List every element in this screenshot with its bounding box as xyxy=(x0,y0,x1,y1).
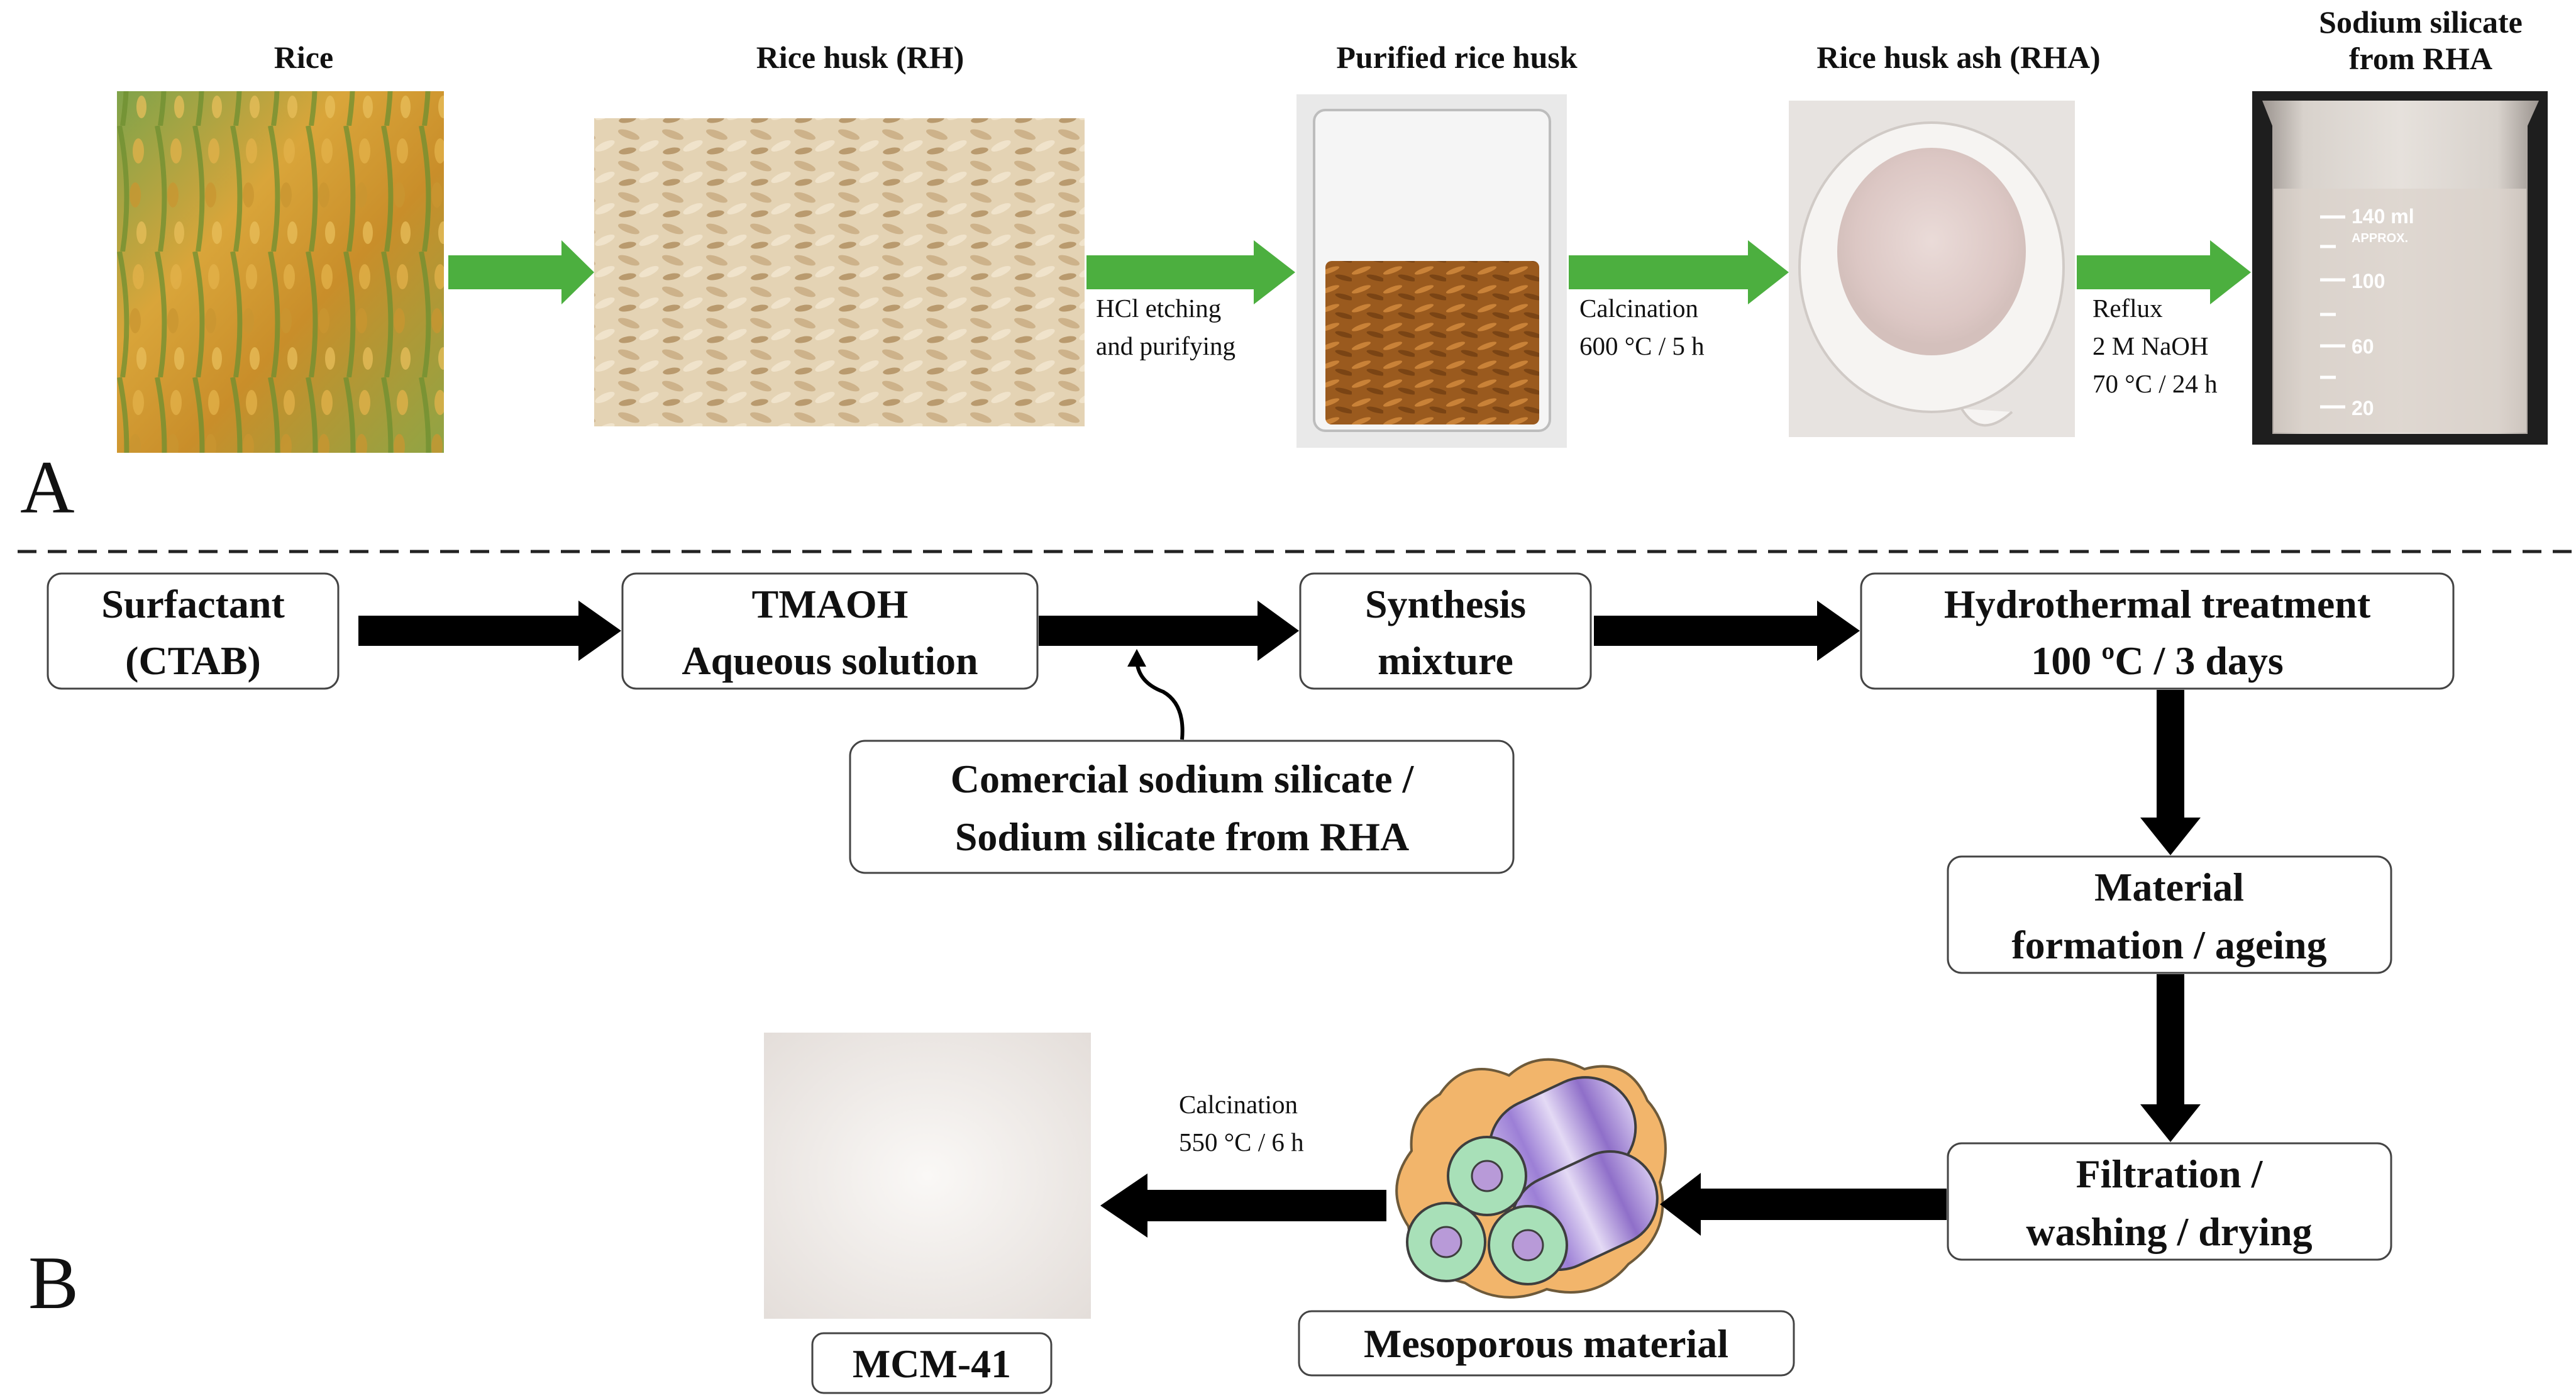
rice-husk-photo xyxy=(594,118,1085,426)
arrow-synthesis-to-hydrothermal xyxy=(1594,601,1860,661)
svg-text:Surfactant(CTAB): Surfactant(CTAB) xyxy=(101,582,285,683)
pore-circle-2 xyxy=(1406,1202,1486,1282)
black-arrows xyxy=(358,601,2201,1238)
green-arrow-1 xyxy=(448,240,594,304)
svg-text:Mesoporous material: Mesoporous material xyxy=(1364,1321,1728,1366)
panel-letter-b: B xyxy=(28,1241,79,1324)
box-mcm-41: MCM-41 xyxy=(811,1332,1053,1394)
arrow-silicate-to-mixture xyxy=(1127,649,1185,740)
arrow-surfactant-to-tmaoh xyxy=(358,601,621,661)
panel-a: Rice Rice husk (RH) Purified rice husk R… xyxy=(20,4,2548,529)
beaker-mark-approx: APPROX. xyxy=(2352,231,2408,245)
beaker-mark-60: 60 xyxy=(2352,335,2374,358)
stage-label-rice: Rice xyxy=(274,40,333,75)
svg-text:MCM-41: MCM-41 xyxy=(853,1341,1011,1386)
arrow-mesoporous-to-mcm xyxy=(1100,1173,1386,1238)
purified-rice-husk-photo xyxy=(1296,94,1567,448)
arrow-formation-to-filtration xyxy=(2140,974,2201,1142)
arrow-filtration-to-mesoporous xyxy=(1660,1173,1947,1236)
mcm-41-photo xyxy=(764,1033,1091,1319)
mesoporous-illustration xyxy=(1395,1058,1667,1299)
pore-circle-3 xyxy=(1488,1205,1568,1285)
green-arrows xyxy=(448,240,2251,304)
box-surfactant: Surfactant(CTAB) xyxy=(47,572,340,690)
beaker-graduations xyxy=(2320,215,2345,409)
box-filtration: Filtration /washing / drying xyxy=(1947,1142,2392,1261)
arrow-hydrothermal-to-formation xyxy=(2140,690,2201,855)
box-mesoporous-material: Mesoporous material xyxy=(1298,1310,1795,1377)
green-arrow-4 xyxy=(2077,240,2251,304)
beaker-mark-20: 20 xyxy=(2352,397,2374,419)
pore-circle-1 xyxy=(1447,1136,1527,1216)
rice-husk-ash-photo xyxy=(1789,101,2075,437)
stage-label-purified-rice-husk: Purified rice husk xyxy=(1336,40,1578,75)
svg-text:Filtration /washing / drying: Filtration /washing / drying xyxy=(2026,1151,2312,1254)
beaker-mark-140ml: 140 ml xyxy=(2352,205,2414,228)
box-sodium-silicate-source: Comercial sodium silicate /Sodium silica… xyxy=(849,740,1515,874)
sodium-silicate-photo: 140 ml APPROX. 100 60 20 xyxy=(2252,91,2548,445)
green-arrow-2 xyxy=(1086,240,1295,304)
beaker-mark-100: 100 xyxy=(2352,270,2385,292)
panel-letter-a: A xyxy=(20,445,75,529)
rice-photo xyxy=(117,91,444,453)
stage-label-rice-husk-ash: Rice husk ash (RHA) xyxy=(1816,40,2100,75)
arrow-tmaoh-to-synthesis xyxy=(1039,601,1299,661)
green-arrow-3 xyxy=(1569,240,1789,304)
stage-label-rice-husk: Rice husk (RH) xyxy=(756,40,965,75)
svg-text:Comercial sodium silicate /Sod: Comercial sodium silicate /Sodium silica… xyxy=(951,757,1415,859)
